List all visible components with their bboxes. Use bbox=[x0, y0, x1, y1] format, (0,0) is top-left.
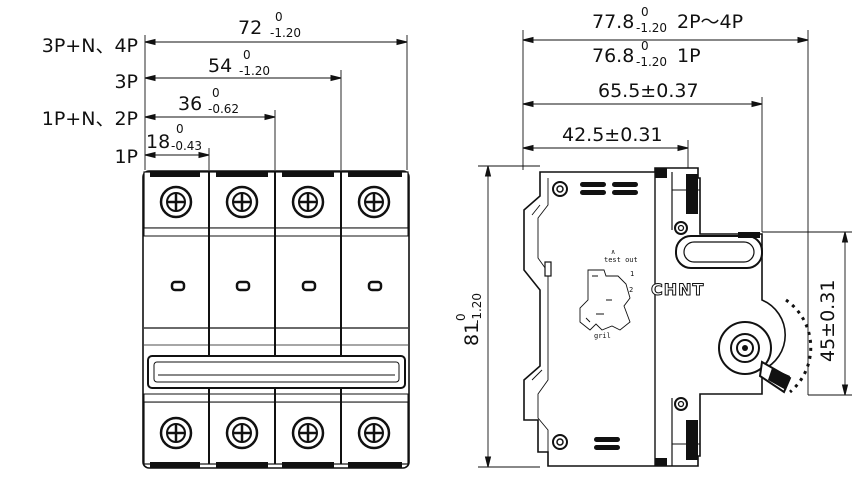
svg-text:77.8: 77.8 bbox=[592, 11, 634, 33]
svg-text:0: 0 bbox=[641, 5, 649, 19]
front-view bbox=[142, 170, 410, 469]
svg-text:0: 0 bbox=[212, 86, 220, 100]
pole-label-2p: 1P+N、2P bbox=[42, 108, 138, 130]
indicator-window-3 bbox=[301, 280, 317, 292]
svg-text:1: 1 bbox=[630, 270, 634, 278]
dim-line-45 bbox=[841, 231, 849, 396]
pole-label-1p: 1P bbox=[114, 146, 138, 168]
wiring-schematic: test out gril 1 2 ∧ bbox=[579, 248, 638, 340]
svg-text:1P: 1P bbox=[677, 45, 701, 67]
svg-text:0: 0 bbox=[641, 39, 649, 53]
dim-line-81 bbox=[484, 165, 492, 468]
depth-label-768: 76.8 0 -1.20 1P bbox=[592, 39, 701, 69]
width-label-36: 36 0 -0.62 bbox=[178, 86, 239, 116]
svg-text:54: 54 bbox=[208, 55, 232, 77]
pole-label-3p: 3P bbox=[114, 71, 138, 93]
svg-text:test out: test out bbox=[604, 256, 638, 264]
side-view: CHNT test out gril 1 2 ∧ bbox=[523, 167, 813, 467]
dim-line-72 bbox=[144, 38, 408, 46]
depth-label-778: 77.8 0 -1.20 2P～4P bbox=[592, 5, 743, 35]
screw-top-3 bbox=[291, 185, 325, 219]
dim-line-36 bbox=[144, 113, 276, 121]
svg-text:0: 0 bbox=[454, 313, 468, 321]
dim-line-778 bbox=[522, 36, 809, 44]
svg-text:36: 36 bbox=[178, 93, 202, 115]
handle-knob bbox=[718, 298, 813, 394]
svg-text:-1.20: -1.20 bbox=[636, 21, 667, 35]
svg-text:-1.20: -1.20 bbox=[636, 55, 667, 69]
dim-line-655 bbox=[522, 100, 763, 108]
svg-text:-0.62: -0.62 bbox=[208, 102, 239, 116]
svg-text:0: 0 bbox=[275, 10, 283, 24]
dim-line-54 bbox=[144, 74, 342, 82]
indicator-window-2 bbox=[235, 280, 251, 292]
svg-text:0: 0 bbox=[176, 122, 184, 136]
indicator-window-4 bbox=[367, 280, 383, 292]
screw-top-2 bbox=[225, 185, 259, 219]
screw-bottom-2 bbox=[225, 416, 259, 450]
height-label-81: 81 0 -1.20 bbox=[454, 293, 484, 346]
dim-line-18 bbox=[144, 151, 210, 159]
depth-label-425: 42.5±0.31 bbox=[562, 124, 663, 146]
svg-text:-0.43: -0.43 bbox=[171, 139, 202, 153]
svg-text:18: 18 bbox=[146, 131, 170, 153]
indicator-window-1 bbox=[170, 280, 186, 292]
svg-text:∧: ∧ bbox=[611, 248, 615, 256]
screw-top-1 bbox=[159, 185, 193, 219]
svg-text:81: 81 bbox=[461, 322, 483, 346]
pole-label-4p: 3P+N、4P bbox=[42, 35, 138, 57]
screw-top-4 bbox=[357, 185, 391, 219]
svg-text:-1.20: -1.20 bbox=[239, 64, 270, 78]
depth-label-655: 65.5±0.37 bbox=[598, 80, 699, 102]
svg-text:76.8: 76.8 bbox=[592, 45, 634, 67]
svg-text:-1.20: -1.20 bbox=[470, 293, 484, 324]
svg-text:gril: gril bbox=[594, 332, 611, 340]
side-dimensions: 77.8 0 -1.20 2P～4P 76.8 0 -1.20 1P 65.5±… bbox=[454, 5, 852, 468]
width-label-18: 18 0 -0.43 bbox=[146, 122, 202, 153]
dim-line-425 bbox=[522, 144, 689, 152]
front-dimensions: 3P+N、4P 3P 1P+N、2P 1P 72 0 -1.20 54 0 -1… bbox=[42, 10, 408, 170]
svg-text:2P～4P: 2P～4P bbox=[677, 11, 743, 33]
svg-text:45±0.31: 45±0.31 bbox=[817, 280, 839, 362]
brand-logo: CHNT bbox=[651, 280, 704, 299]
svg-text:2: 2 bbox=[629, 286, 633, 294]
svg-text:-1.20: -1.20 bbox=[270, 26, 301, 40]
screw-bottom-3 bbox=[291, 416, 325, 450]
screw-bottom-4 bbox=[357, 416, 391, 450]
width-label-72: 72 0 -1.20 bbox=[238, 10, 301, 40]
screw-bottom-1 bbox=[159, 416, 193, 450]
width-label-54: 54 0 -1.20 bbox=[208, 48, 270, 78]
svg-text:72: 72 bbox=[238, 17, 262, 39]
svg-text:0: 0 bbox=[243, 48, 251, 62]
rail-height-label-45: 45±0.31 bbox=[817, 280, 839, 362]
